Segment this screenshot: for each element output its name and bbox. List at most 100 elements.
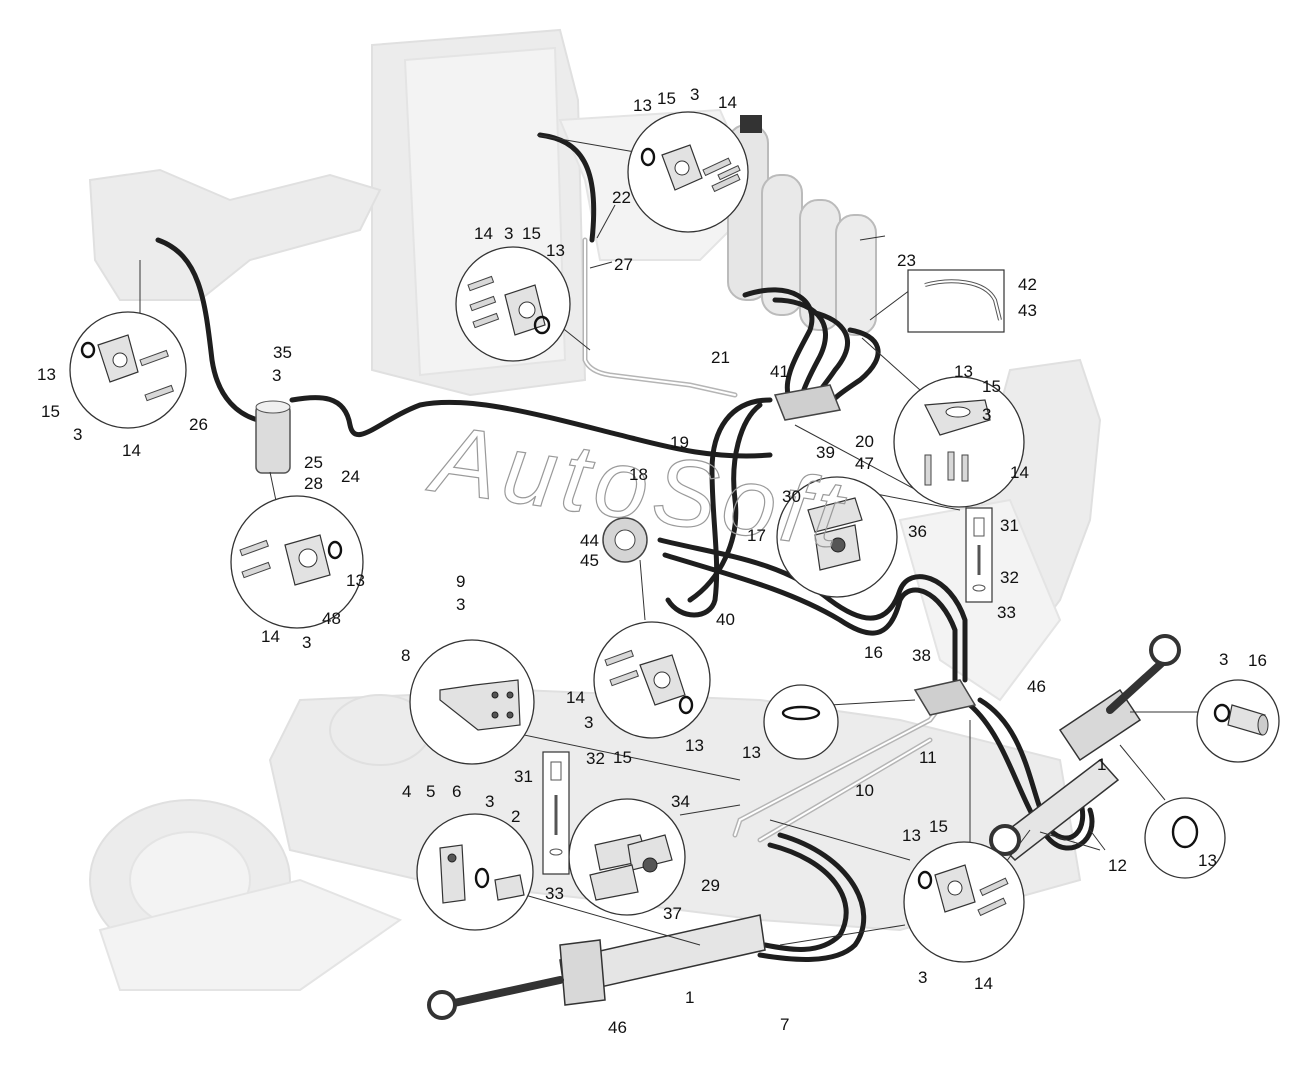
- inset-hose-42-43: [907, 269, 1005, 333]
- label-37: 37: [663, 904, 682, 923]
- label-32: 32: [586, 749, 605, 768]
- label-38: 38: [912, 646, 931, 665]
- label-7: 7: [780, 1015, 789, 1034]
- part-labels: 13 15 3 14 22 27 23 42 43 14 3 15 13 13 …: [37, 85, 1267, 1037]
- label-23: 23: [897, 251, 916, 270]
- label-16: 16: [864, 643, 883, 662]
- label-25: 25: [304, 453, 323, 472]
- label-3: 3: [302, 633, 311, 652]
- detail-left-lower: [230, 495, 364, 629]
- detail-clamp-34: [568, 798, 686, 916]
- label-13: 13: [685, 736, 704, 755]
- label-33: 33: [545, 884, 564, 903]
- label-13: 13: [633, 96, 652, 115]
- detail-clamp-30: [776, 476, 898, 598]
- label-11: 11: [919, 748, 937, 767]
- label-14: 14: [974, 974, 993, 993]
- label-3: 3: [918, 968, 927, 987]
- inset-clamp-31-32-33-left: [542, 751, 570, 875]
- label-3: 3: [504, 224, 513, 243]
- label-14: 14: [261, 627, 280, 646]
- label-43: 43: [1018, 301, 1037, 320]
- label-46: 46: [608, 1018, 627, 1037]
- label-35: 35: [273, 343, 292, 362]
- label-14: 14: [1010, 463, 1029, 482]
- label-3: 3: [1219, 650, 1228, 669]
- label-2: 2: [511, 807, 520, 826]
- label-22: 22: [612, 188, 631, 207]
- label-47: 47: [855, 454, 874, 473]
- label-30: 30: [782, 487, 801, 506]
- detail-right-center: [893, 376, 1025, 508]
- label-10: 10: [855, 781, 874, 800]
- label-8: 8: [401, 646, 410, 665]
- label-24: 24: [341, 467, 360, 486]
- label-27: 27: [614, 255, 633, 274]
- label-42: 42: [1018, 275, 1037, 294]
- label-3: 3: [690, 85, 699, 104]
- label-45: 45: [580, 551, 599, 570]
- label-6: 6: [452, 782, 461, 801]
- detail-oring-right: [1144, 797, 1226, 879]
- detail-block-4-5-6: [416, 813, 534, 931]
- label-3: 3: [456, 595, 465, 614]
- cylinder-left: [427, 914, 766, 1020]
- label-44: 44: [580, 531, 599, 550]
- label-13: 13: [37, 365, 56, 384]
- label-13: 13: [546, 241, 565, 260]
- label-31: 31: [1000, 516, 1019, 535]
- detail-oring-left: [763, 684, 839, 760]
- label-41: 41: [770, 362, 789, 381]
- label-36: 36: [908, 522, 927, 541]
- label-32: 32: [1000, 568, 1019, 587]
- distributor-blocks: [602, 384, 977, 716]
- label-26: 26: [189, 415, 208, 434]
- label-14: 14: [566, 688, 585, 707]
- label-12: 12: [1108, 856, 1127, 875]
- label-28: 28: [304, 474, 323, 493]
- inset-clamp-31-32-33-right: [965, 507, 993, 603]
- detail-top-center: [627, 111, 749, 233]
- label-3: 3: [73, 425, 82, 444]
- label-1: 1: [1097, 755, 1106, 774]
- label-14: 14: [718, 93, 737, 112]
- label-40: 40: [716, 610, 735, 629]
- label-31: 31: [514, 767, 533, 786]
- label-15: 15: [657, 89, 676, 108]
- label-3: 3: [485, 792, 494, 811]
- label-18: 18: [629, 465, 648, 484]
- label-15: 15: [41, 402, 60, 421]
- label-13: 13: [954, 362, 973, 381]
- label-3: 3: [982, 405, 991, 424]
- valve-block-25: [255, 400, 291, 474]
- label-33: 33: [997, 603, 1016, 622]
- detail-center-left: [455, 246, 571, 362]
- label-13: 13: [1198, 851, 1217, 870]
- label-16: 16: [1248, 651, 1267, 670]
- label-20: 20: [855, 432, 874, 451]
- label-39: 39: [816, 443, 835, 462]
- detail-bottom-right: [903, 841, 1025, 963]
- label-34: 34: [671, 792, 690, 811]
- detail-left: [69, 311, 187, 429]
- label-9: 9: [456, 572, 465, 591]
- rigid-pipes: [582, 237, 948, 843]
- label-48: 48: [322, 609, 341, 628]
- label-17: 17: [747, 526, 766, 545]
- label-19: 19: [670, 433, 689, 452]
- label-1: 1: [685, 988, 694, 1007]
- label-5: 5: [426, 782, 435, 801]
- detail-center-lower: [593, 621, 711, 739]
- detail-bracket-8: [409, 639, 535, 765]
- label-4: 4: [402, 782, 411, 801]
- label-14: 14: [474, 224, 493, 243]
- label-14: 14: [122, 441, 141, 460]
- label-21: 21: [711, 348, 730, 367]
- label-3: 3: [584, 713, 593, 732]
- detail-fitting-16: [1196, 679, 1280, 763]
- label-29: 29: [701, 876, 720, 895]
- label-15: 15: [982, 377, 1001, 396]
- label-13: 13: [742, 743, 761, 762]
- label-15: 15: [522, 224, 541, 243]
